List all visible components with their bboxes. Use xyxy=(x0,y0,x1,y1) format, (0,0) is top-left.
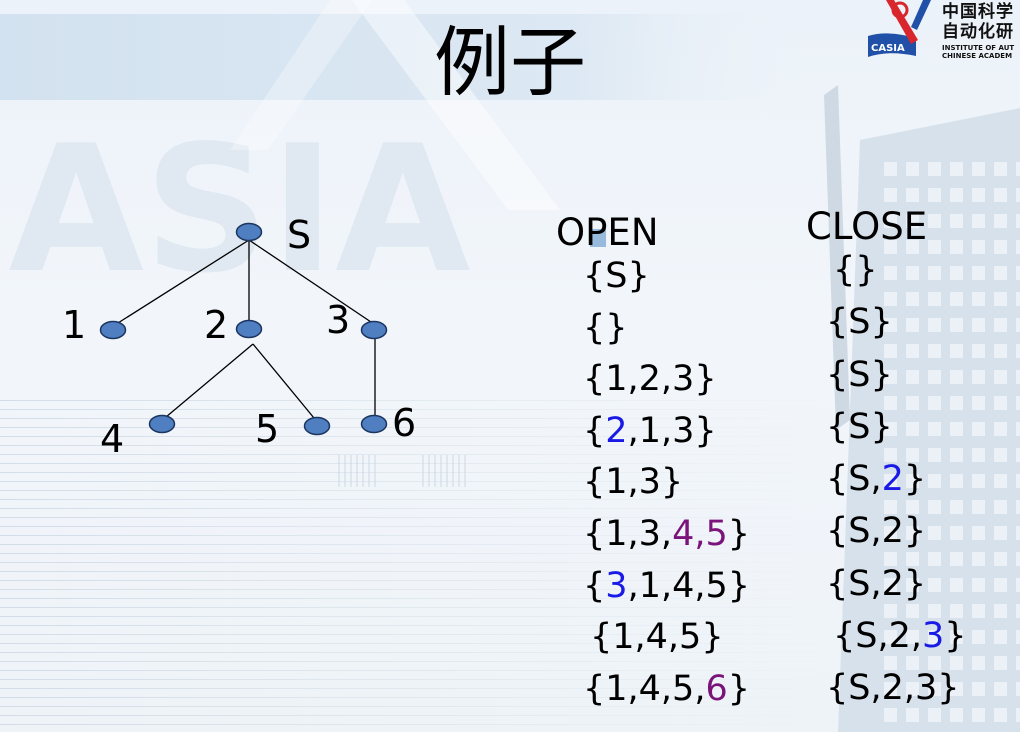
close-set-text: {S} xyxy=(826,406,893,447)
tree-label-1: 1 xyxy=(62,303,86,347)
open-set-text: {1,3} xyxy=(583,462,684,503)
tree-node-6 xyxy=(360,414,388,434)
open-highlighted-element: 4,5 xyxy=(672,513,728,554)
tree-edges xyxy=(117,239,376,419)
tree-node-4 xyxy=(148,414,176,434)
open-list-row: {1,3,4,5} xyxy=(583,509,750,561)
open-set-text: ,1,3} xyxy=(627,410,717,451)
close-list-row: {S,2} xyxy=(826,558,967,610)
open-list-row: {2,1,3} xyxy=(583,406,750,458)
open-set-text: } xyxy=(727,513,751,554)
tree-label-3: 3 xyxy=(326,298,350,342)
casia-emblem-icon: CASIA xyxy=(868,0,931,57)
open-list-row: {} xyxy=(583,303,750,355)
logo-name-cn-line1: 中国科学 xyxy=(942,2,1014,22)
close-set-text: {S, xyxy=(826,459,882,499)
slide-title: 例子 xyxy=(434,18,586,107)
edge-s-1 xyxy=(117,239,250,324)
tree-node-s xyxy=(235,222,263,242)
open-list-row: {S} xyxy=(583,251,750,303)
watermark-stroke xyxy=(230,0,372,150)
open-set-text: {S} xyxy=(583,256,650,296)
tree-label-2: 2 xyxy=(204,303,228,347)
open-set-text: { xyxy=(583,410,606,451)
close-list-row: {S} xyxy=(826,296,967,348)
emblem-blue-arc xyxy=(868,33,916,57)
open-list-row: {1,2,3} xyxy=(583,354,750,406)
close-set-text: {S,2} xyxy=(826,563,927,604)
circuit-lines xyxy=(0,392,830,732)
close-highlighted-element: 2 xyxy=(881,459,904,499)
edge-2-4 xyxy=(165,343,254,418)
tree-nodes xyxy=(99,222,388,436)
open-set-text: } xyxy=(727,668,751,709)
open-list-row: {1,4,5,6} xyxy=(583,664,750,716)
open-set-text: {} xyxy=(583,307,628,348)
tree-label-4: 4 xyxy=(100,417,124,461)
circuit-chip xyxy=(336,455,376,487)
open-set-text: ,1,4,5} xyxy=(627,565,751,606)
search-tree-diagram: S 1 2 3 4 5 6 xyxy=(62,213,416,461)
open-set-text: {1,3, xyxy=(583,513,673,554)
edge-2-5 xyxy=(252,343,315,419)
close-list-row: {S,2,3} xyxy=(826,662,967,714)
tree-label-s: S xyxy=(287,213,311,257)
logo-name-en-line2: CHINESE ACADEM xyxy=(942,52,1013,60)
emblem-text: CASIA xyxy=(871,43,905,54)
tree-labels: S 1 2 3 4 5 6 xyxy=(62,213,416,461)
open-highlighted-element: 3 xyxy=(605,565,628,606)
close-highlighted-element: 3 xyxy=(922,615,945,656)
open-set-text: { xyxy=(583,565,606,606)
casia-logo: CASIA 中国科学 自动化研 INSTITUTE OF AUT CHINESE… xyxy=(866,0,1020,62)
open-list-header: OPEN xyxy=(556,211,659,254)
building-windows xyxy=(880,150,1020,732)
building-spire xyxy=(824,85,850,430)
close-set-text: {S} xyxy=(826,302,893,343)
close-list-row: {S} xyxy=(826,401,967,453)
tree-node-1 xyxy=(99,320,127,340)
open-list-row: {3,1,4,5} xyxy=(583,561,750,613)
logo-name: 中国科学 自动化研 INSTITUTE OF AUT CHINESE ACADE… xyxy=(942,2,1020,60)
logo-name-cn-line2: 自动化研 xyxy=(942,22,1014,42)
tree-node-3 xyxy=(360,320,388,340)
tree-node-2 xyxy=(235,319,263,339)
open-highlighted-element: 2 xyxy=(605,410,628,451)
open-set-text: {1,2,3} xyxy=(583,359,717,400)
close-set-text: {S,2, xyxy=(833,615,923,656)
close-set-text: } xyxy=(903,459,927,499)
emblem-blue-stroke xyxy=(911,0,931,30)
close-list-row: {S,2,3} xyxy=(826,610,967,662)
open-list-row: {1,4,5} xyxy=(583,612,750,664)
logo-name-en-line1: INSTITUTE OF AUT xyxy=(942,44,1015,52)
close-list-row: {} xyxy=(826,244,967,296)
open-set-text: {1,4,5, xyxy=(583,668,706,709)
close-list-row: {S,2} xyxy=(826,453,967,505)
close-set-text: {} xyxy=(833,250,878,290)
close-set-text: } xyxy=(944,615,967,656)
circuit-chip xyxy=(420,455,468,487)
cursor-marker xyxy=(590,229,606,247)
header-band xyxy=(0,14,820,100)
emblem-red-ring xyxy=(891,1,909,19)
close-set-text: {S,2} xyxy=(826,511,927,552)
close-list-row: {S,2} xyxy=(826,505,967,557)
open-list-row: {1,3} xyxy=(583,457,750,509)
close-list: {}{S}{S}{S}{S,2}{S,2}{S,2}{S,2,3}{S,2,3} xyxy=(826,244,967,714)
open-list: {S}{}{1,2,3}{2,1,3}{1,3}{1,3,4,5}{3,1,4,… xyxy=(583,251,750,715)
close-set-text: {S,2,3} xyxy=(826,668,960,708)
close-list-row: {S} xyxy=(826,349,967,401)
casia-watermark: CASIA xyxy=(0,109,470,312)
tree-label-5: 5 xyxy=(255,407,279,451)
watermark-stroke xyxy=(352,0,560,210)
tree-node-5 xyxy=(303,416,331,436)
open-highlighted-element: 6 xyxy=(705,668,728,709)
tree-label-6: 6 xyxy=(392,401,416,445)
close-list-header: CLOSE xyxy=(806,205,928,248)
open-set-text: {1,4,5} xyxy=(590,617,724,658)
close-set-text: {S} xyxy=(826,354,893,395)
edge-s-3 xyxy=(248,239,372,323)
